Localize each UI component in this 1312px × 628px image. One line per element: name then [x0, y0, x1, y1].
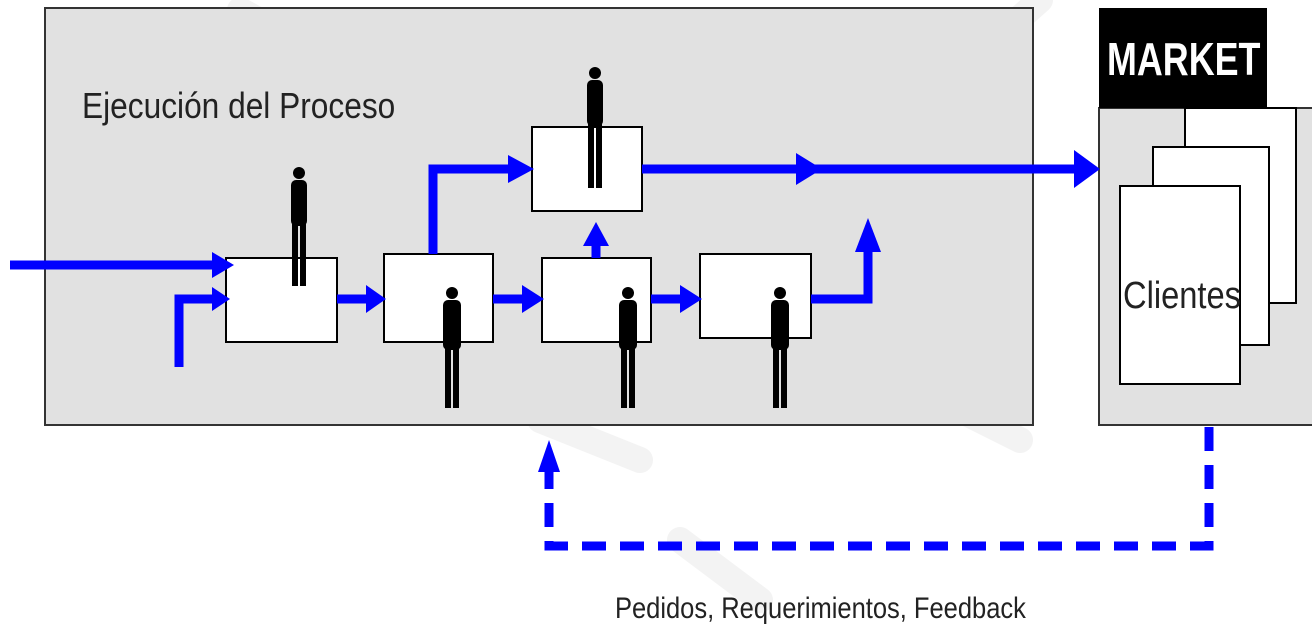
process-title: Ejecución del Proceso — [82, 86, 395, 126]
process-step-box — [383, 253, 494, 343]
process-step-box — [225, 257, 338, 343]
feedback-label: Pedidos, Requerimientos, Feedback — [615, 591, 1026, 624]
person-icon — [291, 167, 307, 286]
clients-label: Clientes — [1123, 274, 1241, 317]
person-icon — [619, 287, 637, 408]
process-panel — [44, 7, 1034, 426]
client-document-front — [1119, 185, 1241, 385]
flow-arrowheads — [212, 150, 1100, 313]
process-step-box — [699, 253, 812, 339]
person-icon — [771, 287, 789, 408]
person-icon — [443, 287, 461, 408]
person-icon — [587, 67, 603, 188]
market-header — [1099, 8, 1267, 108]
process-flow — [10, 164, 1082, 367]
person-icons — [291, 67, 789, 408]
process-step-box — [531, 126, 643, 212]
feedback-loop — [538, 427, 1214, 551]
market-header-label: MARKET — [1107, 34, 1260, 85]
